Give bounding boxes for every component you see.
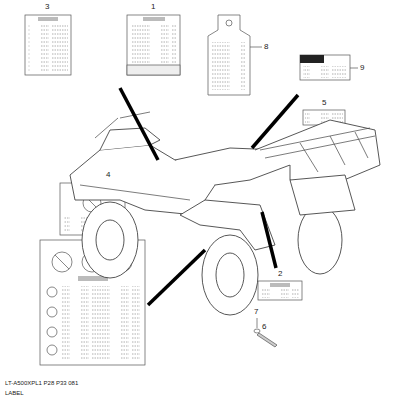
callout-number: 6 — [262, 323, 266, 331]
callout-number: 7 — [254, 308, 258, 316]
callout-number: 5 — [322, 99, 326, 107]
figure-code: LT-A500XPL1 P28 P33 081 — [5, 380, 78, 386]
callout-number: 2 — [278, 270, 282, 278]
callout-number: 9 — [360, 64, 364, 72]
figure-title: LABEL — [5, 390, 24, 396]
callout-number: 4 — [106, 171, 110, 179]
callout-number: 3 — [45, 3, 49, 11]
callout-number: 8 — [264, 43, 268, 51]
callout-number: 1 — [151, 3, 155, 11]
